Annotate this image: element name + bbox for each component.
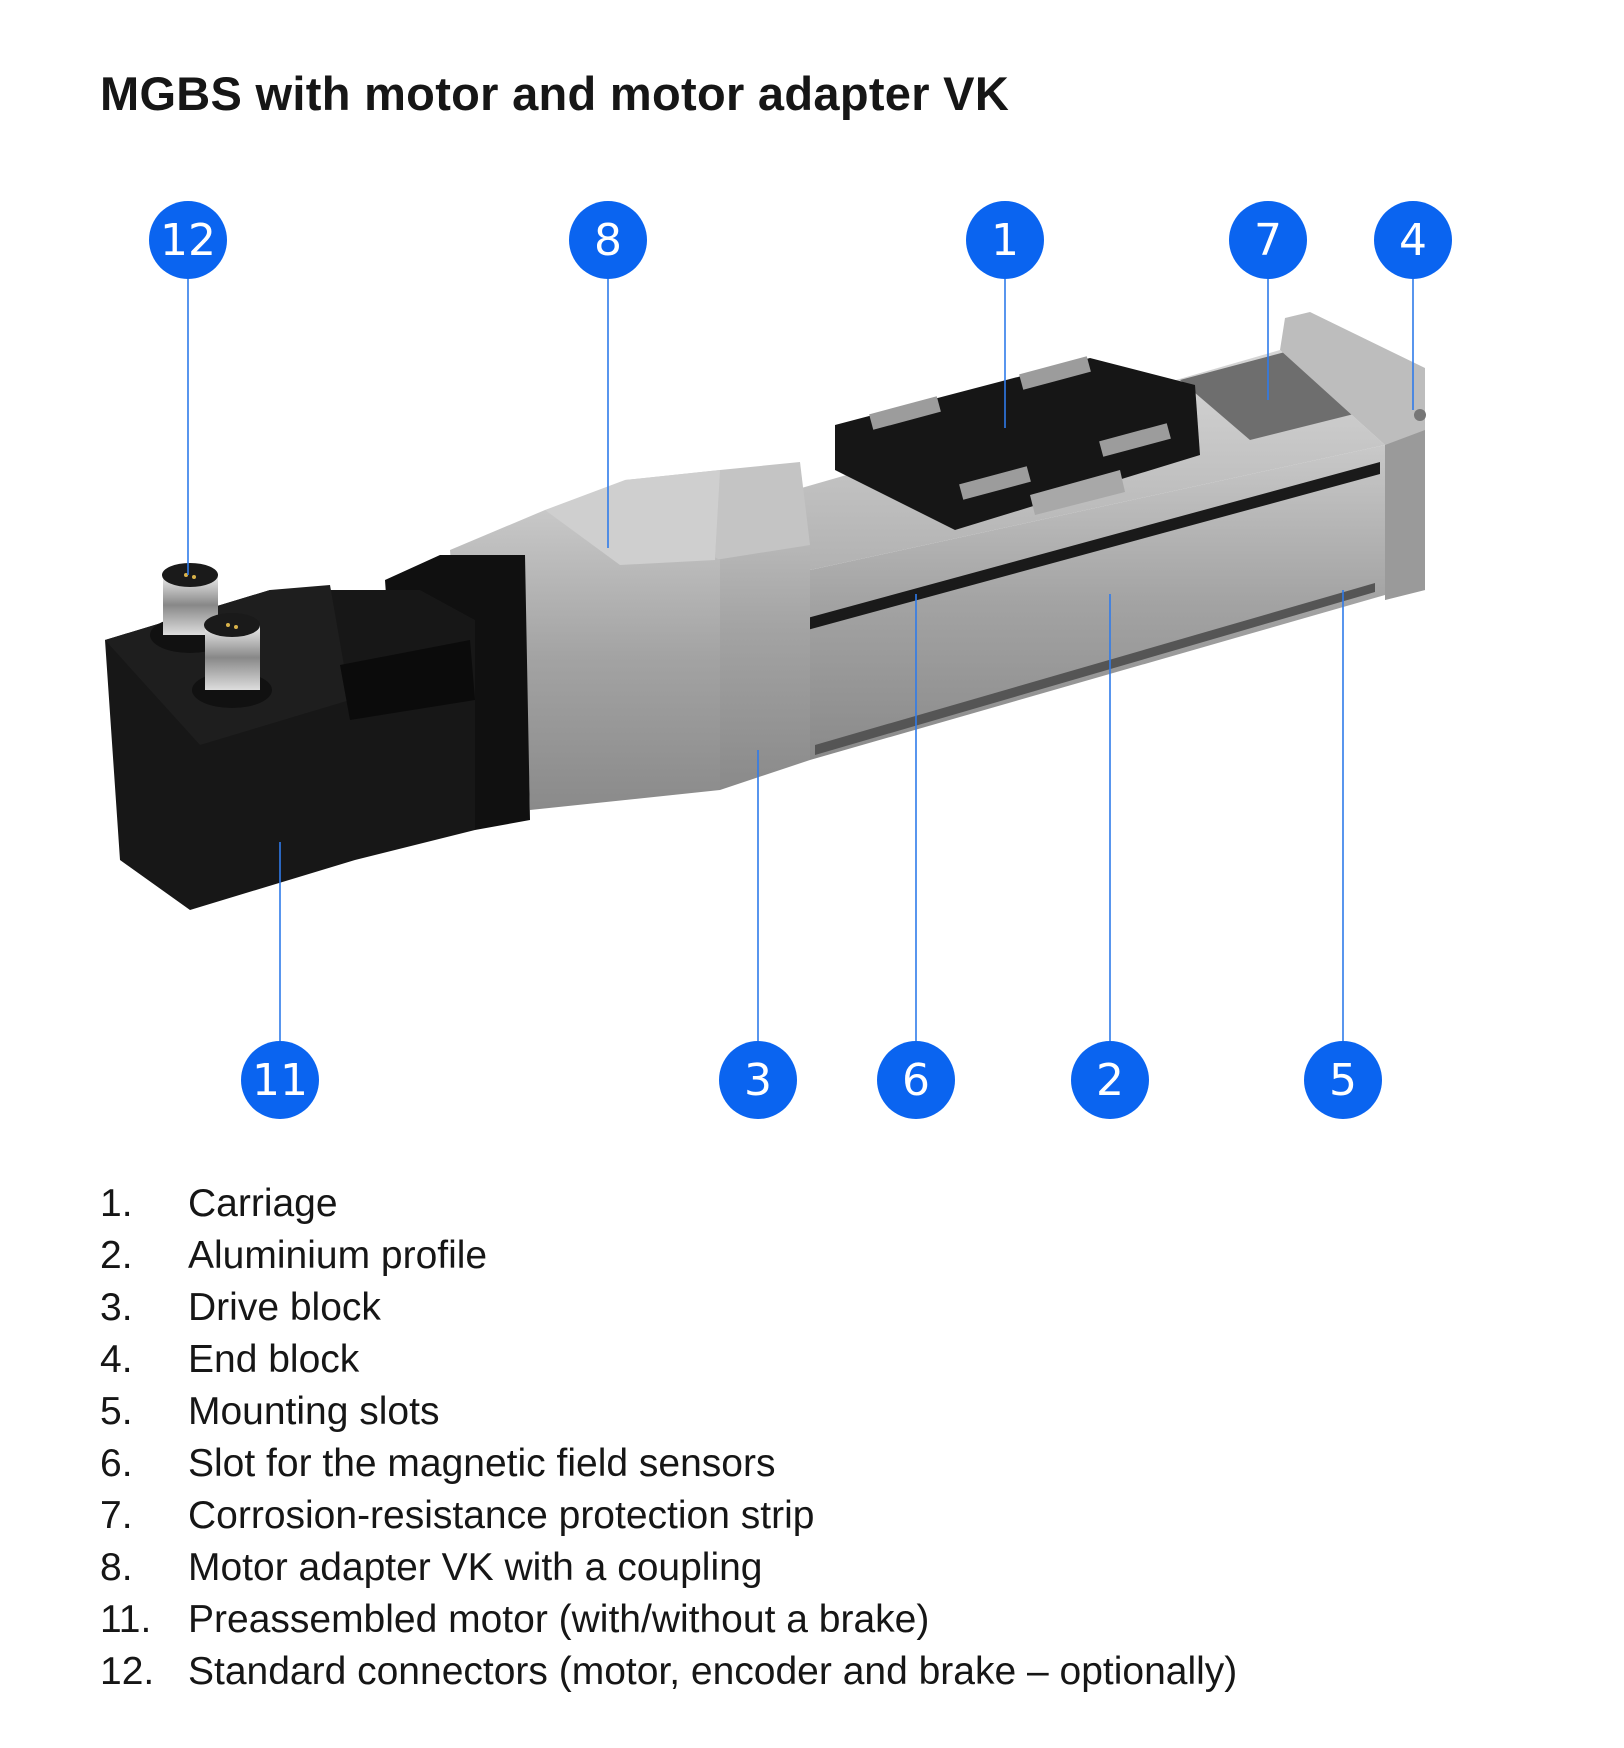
leader-lines [187, 279, 1414, 1041]
marker-12: 12 [149, 201, 227, 279]
legend-label: Standard connectors (motor, encoder and … [188, 1650, 1238, 1693]
legend-label: Corrosion-resistance protection strip [188, 1494, 815, 1537]
legend-number: 11. [100, 1598, 152, 1641]
legend-item: 5. Mounting slots [100, 1386, 1237, 1438]
legend-item: 4. End block [100, 1334, 1237, 1386]
linear-axis-illustration [105, 279, 1426, 1041]
legend-item: 8. Motor adapter VK with a coupling [100, 1542, 1237, 1594]
legend-number: 8. [100, 1546, 133, 1589]
preassembled-motor [105, 555, 530, 910]
legend-label: Mounting slots [188, 1390, 440, 1433]
marker-1: 1 [966, 201, 1044, 279]
marker-11: 11 [241, 1041, 319, 1119]
parts-legend: 1. Carriage 2. Aluminium profile 3. Drive b… [100, 1178, 1237, 1698]
legend-label: Motor adapter VK with a coupling [188, 1546, 763, 1589]
carriage [835, 356, 1200, 530]
legend-item: 11. Preassembled motor (with/without a br… [100, 1594, 1237, 1646]
legend-label: Preassembled motor (with/without a brake… [188, 1598, 930, 1641]
legend-item: 6. Slot for the magnetic field sensors [100, 1438, 1237, 1490]
legend-label: Carriage [188, 1182, 338, 1225]
product-figure: 12 8 1 7 4 11 3 6 2 5 [105, 201, 1452, 1119]
legend-label: Aluminium profile [188, 1234, 488, 1277]
legend-label: Slot for the magnetic field sensors [188, 1442, 776, 1485]
legend-number: 1. [100, 1182, 133, 1225]
legend-item: 2. Aluminium profile [100, 1230, 1237, 1282]
legend-number: 3. [100, 1286, 133, 1329]
legend-item: 1. Carriage [100, 1178, 1237, 1230]
legend-number: 2. [100, 1234, 133, 1277]
marker-8: 8 [569, 201, 647, 279]
legend-item: 7. Corrosion-resistance protection strip [100, 1490, 1237, 1542]
standard-connectors [150, 563, 272, 708]
marker-7: 7 [1229, 201, 1307, 279]
legend-number: 5. [100, 1390, 133, 1433]
legend-number: 7. [100, 1494, 133, 1537]
marker-3: 3 [719, 1041, 797, 1119]
legend-number: 12. [100, 1650, 155, 1693]
legend-label: Drive block [188, 1286, 381, 1329]
marker-5: 5 [1304, 1041, 1382, 1119]
marker-6: 6 [877, 1041, 955, 1119]
legend-number: 6. [100, 1442, 133, 1485]
legend-number: 4. [100, 1338, 133, 1381]
legend-item: 3. Drive block [100, 1282, 1237, 1334]
marker-2: 2 [1071, 1041, 1149, 1119]
marker-4: 4 [1374, 201, 1452, 279]
legend-label: End block [188, 1338, 360, 1381]
diagram-title: MGBS with motor and motor adapter VK [100, 67, 1010, 120]
legend-item: 12. Standard connectors (motor, encoder a… [100, 1646, 1237, 1698]
end-block [1280, 312, 1426, 600]
